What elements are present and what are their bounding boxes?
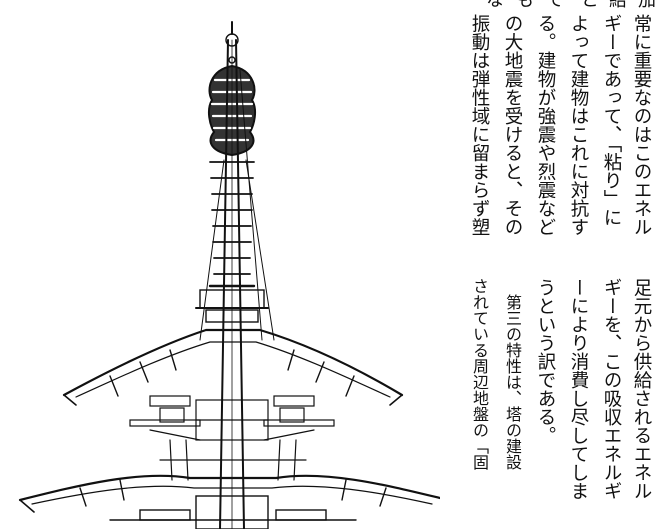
text-column-lower-5: 第三の特性は、塔の建設 (503, 278, 522, 470)
pagoda-cross-section-figure (18, 21, 440, 529)
spire-braces (199, 69, 275, 341)
top-cut-text-strip: 加 結 と で も な (0, 0, 659, 14)
text-column-lower-6: されている周辺地盤の「固 (470, 278, 489, 470)
upper-brackets (129, 395, 335, 441)
lower-roof (18, 474, 440, 529)
central-pillar (219, 39, 245, 529)
text-column-lower-4: うという訳である。 (535, 278, 556, 445)
text-column-upper-4: る。建物が強震や烈震など (535, 14, 556, 236)
text-column-lower-3: ーにより消費し尽してしま (568, 278, 589, 500)
top-fragment-1: 加 (632, 0, 658, 8)
top-fragment-5: も (510, 0, 536, 8)
top-fragment-4: で (540, 0, 566, 8)
text-column-lower-1: 足元から供給されるエネル (631, 278, 652, 500)
text-column-upper-1: 常に重要なのはこのエネル (631, 14, 652, 236)
top-fragment-6: な (480, 0, 506, 8)
text-column-upper-2: ギーであって、「粘り」に (601, 14, 622, 227)
spire-base (195, 289, 269, 323)
top-fragment-2: 結 (603, 0, 629, 8)
storey-body (159, 439, 307, 481)
top-fragment-3: と (575, 0, 601, 8)
text-column-upper-6: 振動は弾性域に留まらず塑 (469, 14, 490, 236)
text-column-upper-5: の大地震を受けると、その (502, 14, 523, 236)
text-column-lower-2: ギーを、この吸収エネルギ (601, 278, 622, 500)
text-column-upper-3: よって建物はこれに対抗す (568, 14, 589, 236)
upper-roof (62, 328, 404, 406)
